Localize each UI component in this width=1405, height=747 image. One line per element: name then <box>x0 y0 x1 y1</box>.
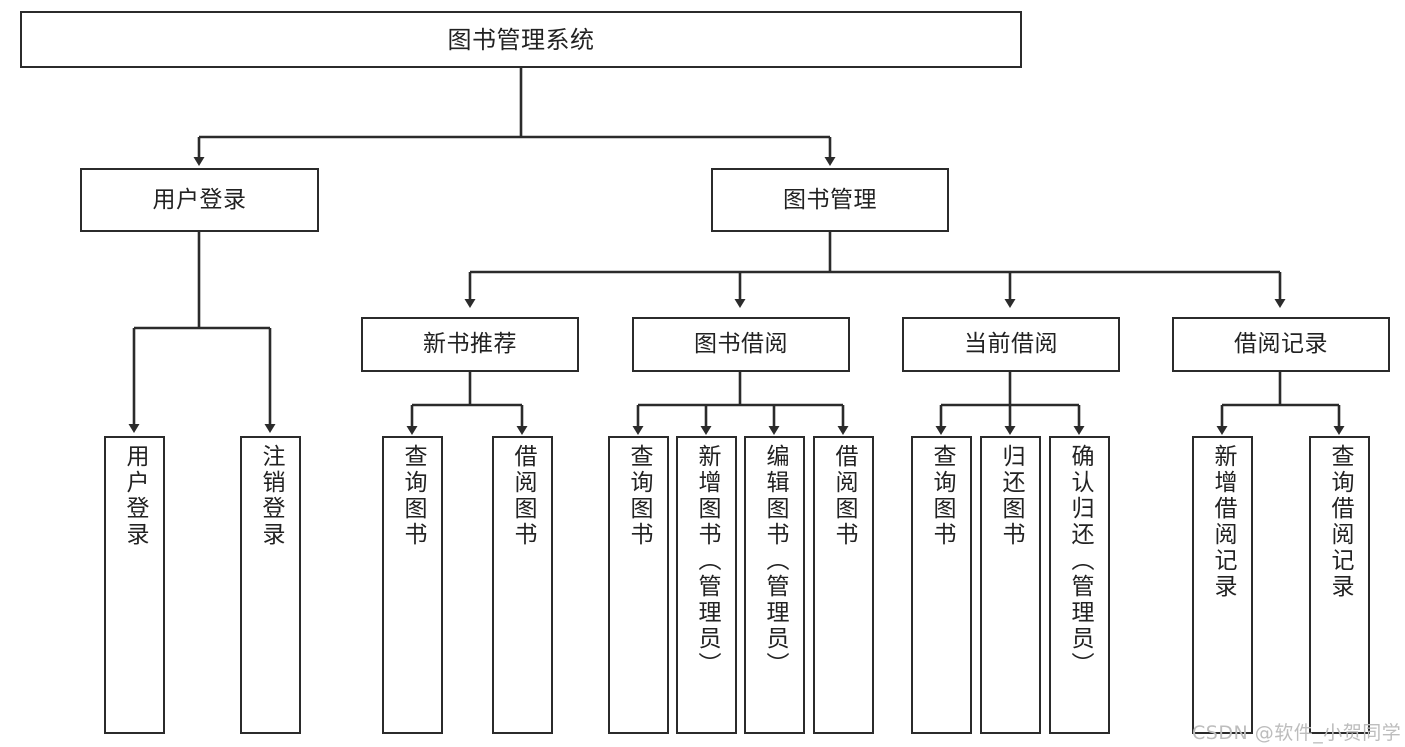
leaf-bb-edit-book-admin[interactable]: 编辑图书（管理员） <box>744 436 805 734</box>
leaf-br-query-record[interactable]: 查询借阅记录 <box>1309 436 1370 734</box>
node-book-borrow-label: 图书借阅 <box>694 331 788 357</box>
leaf-bb-borrow-book-label: 借阅图书 <box>831 444 857 548</box>
leaf-bb-borrow-book[interactable]: 借阅图书 <box>813 436 874 734</box>
leaf-nb-borrow-book[interactable]: 借阅图书 <box>492 436 553 734</box>
leaf-br-add-record-label: 新增借阅记录 <box>1210 444 1236 600</box>
node-book-management[interactable]: 图书管理 <box>711 168 949 232</box>
leaf-cb-return-book[interactable]: 归还图书 <box>980 436 1041 734</box>
leaf-cb-confirm-return-admin[interactable]: 确认归还（管理员） <box>1049 436 1110 734</box>
node-root[interactable]: 图书管理系统 <box>20 11 1022 68</box>
leaf-bb-query-book[interactable]: 查询图书 <box>608 436 669 734</box>
node-current-borrow-label: 当前借阅 <box>964 331 1058 357</box>
leaf-cb-query-book[interactable]: 查询图书 <box>911 436 972 734</box>
leaf-bb-add-book-admin-label: 新增图书（管理员） <box>694 444 720 678</box>
leaf-nb-query-book-label: 查询图书 <box>400 444 426 548</box>
node-root-label: 图书管理系统 <box>447 25 595 54</box>
leaf-cb-return-book-label: 归还图书 <box>998 444 1024 548</box>
node-user-login-label: 用户登录 <box>152 186 247 213</box>
node-book-borrow[interactable]: 图书借阅 <box>632 317 850 372</box>
leaf-bb-add-book-admin[interactable]: 新增图书（管理员） <box>676 436 737 734</box>
csdn-watermark: CSDN @软件_小贺同学 <box>1192 722 1402 744</box>
leaf-nb-query-book[interactable]: 查询图书 <box>382 436 443 734</box>
leaf-bb-edit-book-admin-label: 编辑图书（管理员） <box>762 444 788 678</box>
leaf-logout[interactable]: 注销登录 <box>240 436 301 734</box>
node-current-borrow[interactable]: 当前借阅 <box>902 317 1120 372</box>
leaf-user-login-label: 用户登录 <box>122 444 148 548</box>
leaf-cb-query-book-label: 查询图书 <box>929 444 955 548</box>
leaf-br-query-record-label: 查询借阅记录 <box>1327 444 1353 600</box>
node-user-login[interactable]: 用户登录 <box>80 168 319 232</box>
leaf-logout-label: 注销登录 <box>258 444 284 548</box>
node-borrow-record[interactable]: 借阅记录 <box>1172 317 1390 372</box>
node-book-management-label: 图书管理 <box>783 186 877 213</box>
node-borrow-record-label: 借阅记录 <box>1234 331 1328 357</box>
node-new-book-recommend[interactable]: 新书推荐 <box>361 317 579 372</box>
leaf-bb-query-book-label: 查询图书 <box>626 444 652 548</box>
leaf-nb-borrow-book-label: 借阅图书 <box>510 444 536 548</box>
node-new-book-recommend-label: 新书推荐 <box>423 331 517 357</box>
leaf-cb-confirm-return-admin-label: 确认归还（管理员） <box>1067 444 1093 678</box>
leaf-br-add-record[interactable]: 新增借阅记录 <box>1192 436 1253 734</box>
leaf-user-login[interactable]: 用户登录 <box>104 436 165 734</box>
